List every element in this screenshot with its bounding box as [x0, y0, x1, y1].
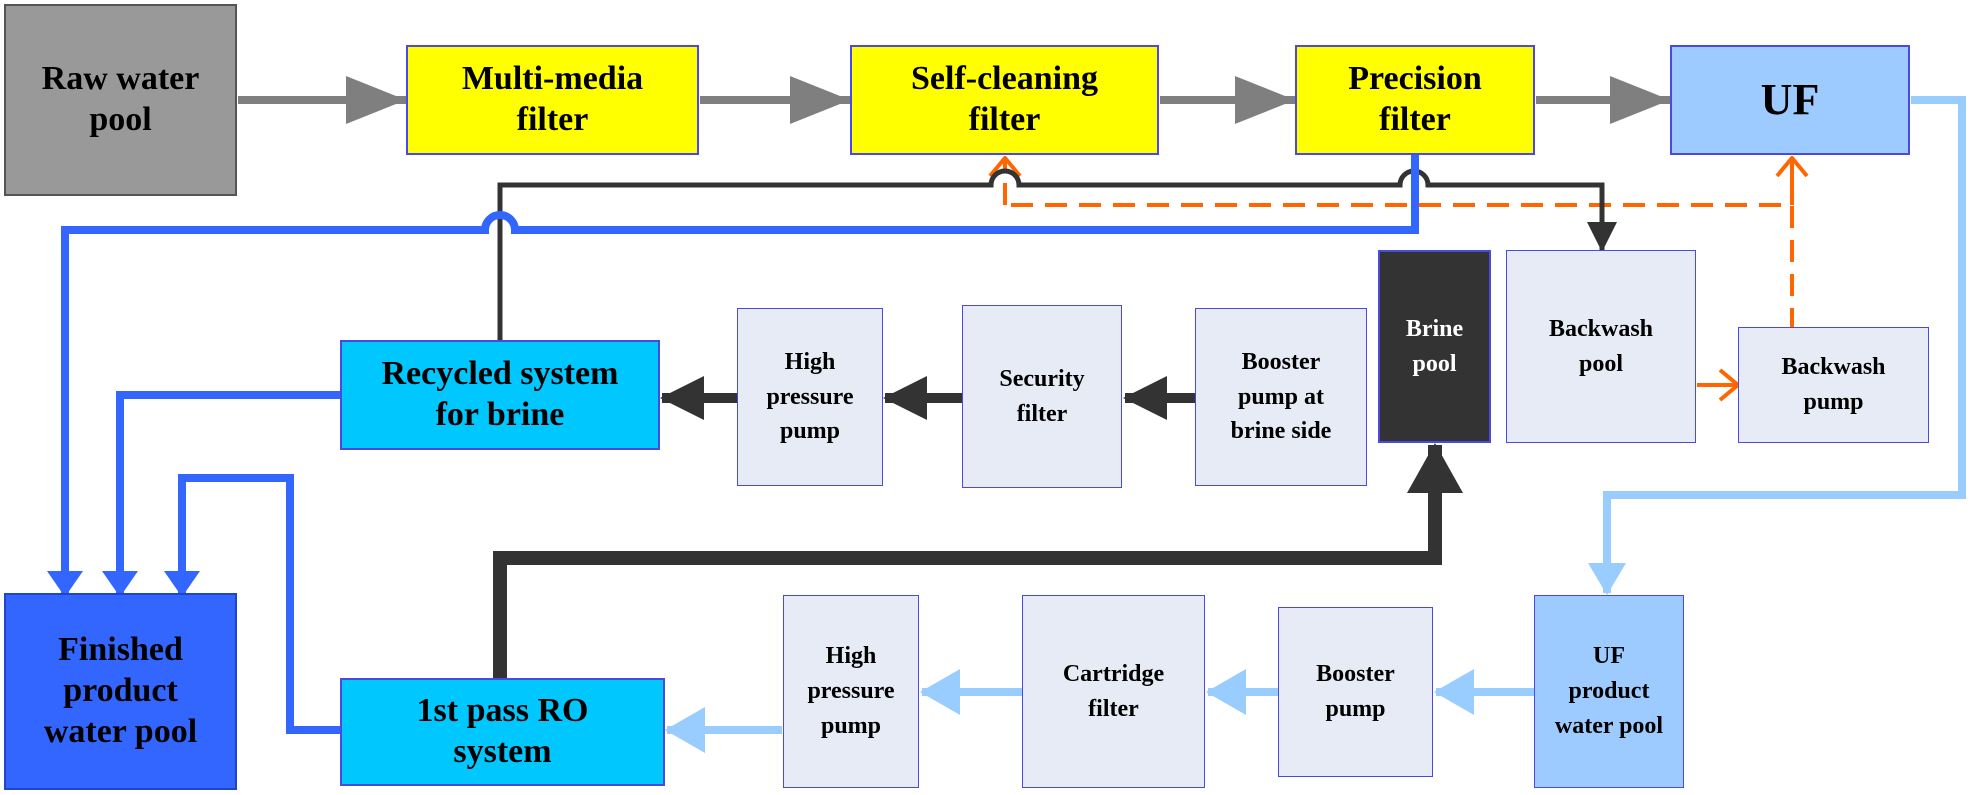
ro-system-box: 1st pass RO system: [340, 678, 665, 786]
blue-line-precision-to-finished: [61, 155, 1419, 560]
booster-pump-brine-label: Booster pump at brine side: [1230, 348, 1332, 445]
multi-media-filter-box: Multi-media filter: [406, 45, 699, 155]
backwash-pump-label: Backwash pump: [1781, 354, 1886, 415]
recycled-system-box: Recycled system for brine: [340, 340, 660, 450]
self-cleaning-filter-box: Self-cleaning filter: [850, 45, 1159, 155]
booster-pump-brine-box: Booster pump at brine side: [1195, 308, 1367, 486]
security-filter-box: Security filter: [962, 305, 1122, 488]
brine-pool-label: Brine pool: [1405, 315, 1464, 377]
finished-product-pool-label: Finished product water pool: [43, 631, 198, 750]
dark-line-ro-to-brine: [493, 530, 1442, 678]
blue-line-recycled-to-finished: [116, 391, 340, 560]
uf-label: UF: [1760, 74, 1820, 124]
uf-product-pool-label: UF product water pool: [1554, 643, 1664, 739]
high-pressure-pump-brine-label: High pressure pump: [766, 348, 854, 445]
precision-filter-label: Precision filter: [1348, 60, 1482, 138]
recycled-system-label: Recycled system for brine: [381, 355, 619, 433]
uf-product-pool-box: UF product water pool: [1534, 595, 1684, 788]
brine-pool-box: Brine pool: [1378, 250, 1491, 443]
dark-line-recycled-to-backwash: [497, 168, 1605, 340]
high-pressure-pump-brine-box: High pressure pump: [737, 308, 883, 486]
uf-box: UF: [1670, 45, 1910, 155]
high-pressure-pump-ro-label: High pressure pump: [807, 643, 895, 739]
orange-dashed-backwash-line: [1005, 203, 1794, 330]
ro-system-label: 1st pass RO system: [416, 692, 589, 770]
booster-pump-box: Booster pump: [1278, 607, 1433, 777]
security-filter-label: Security filter: [999, 365, 1085, 427]
backwash-pump-box: Backwash pump: [1738, 327, 1929, 443]
backwash-pool-box: Backwash pool: [1506, 250, 1696, 443]
precision-filter-box: Precision filter: [1295, 45, 1535, 155]
raw-water-pool-box: Raw water pool: [4, 4, 237, 196]
cartridge-filter-label: Cartridge filter: [1062, 660, 1165, 722]
raw-water-pool-label: Raw water pool: [41, 60, 200, 138]
blue-line-ro-to-finished: [178, 474, 340, 734]
high-pressure-pump-ro-box: High pressure pump: [783, 595, 919, 788]
finished-product-pool-box: Finished product water pool: [4, 593, 237, 790]
light-blue-line-uf-to-product-pool: [1603, 96, 1966, 560]
self-cleaning-filter-label: Self-cleaning filter: [911, 60, 1098, 138]
cartridge-filter-box: Cartridge filter: [1022, 595, 1205, 788]
backwash-pool-label: Backwash pool: [1548, 315, 1654, 377]
multi-media-filter-label: Multi-media filter: [461, 60, 644, 138]
booster-pump-label: Booster pump: [1316, 661, 1395, 722]
